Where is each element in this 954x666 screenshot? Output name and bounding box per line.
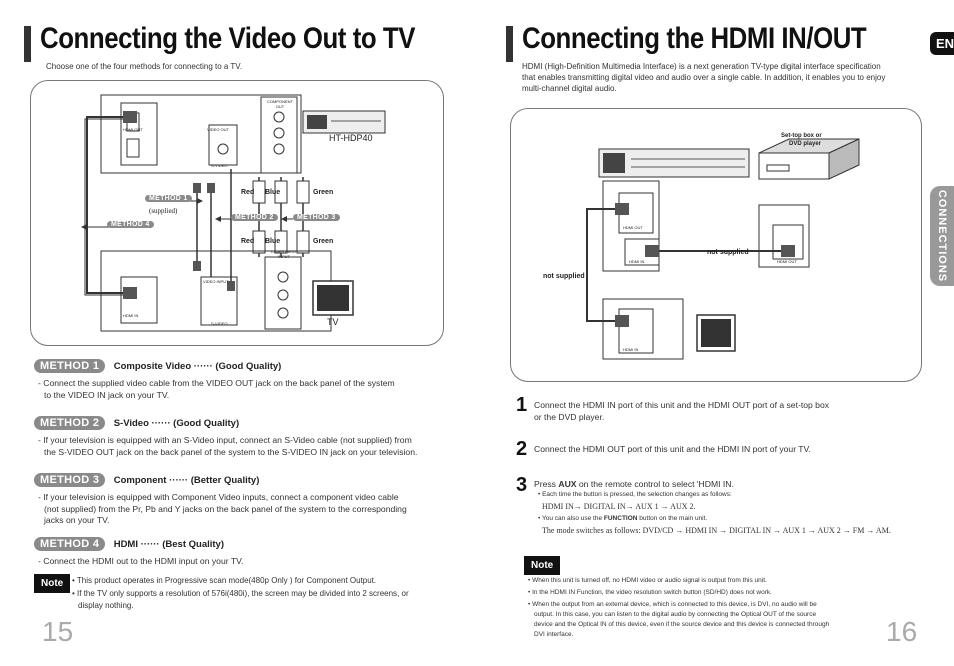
method-3-tag: METHOD 3 — [34, 473, 106, 487]
diagram-method4-tag: METHOD 4 — [107, 221, 154, 228]
blue-label-2: Blue — [265, 238, 281, 245]
hdmi-diagram: Set-top box or DVD player not supplied n… — [510, 108, 922, 382]
step-3-seq-1: HDMI IN→ DIGITAL IN→ AUX 1 → AUX 2. — [542, 502, 696, 511]
method-4-tag: METHOD 4 — [34, 537, 106, 551]
not-supplied-1: not supplied — [707, 249, 749, 256]
hdmi-in-tv-label: HDMI IN — [623, 347, 639, 352]
hdmi-out-port-label: HDMI OUT — [623, 225, 643, 230]
note-right-6: DVI interface. — [534, 631, 574, 638]
component-input-label: COMPONENT INPUT — [271, 249, 297, 259]
model-label: HT-HDP40 — [329, 133, 373, 143]
intro-right-2: that enables transmitting digital video … — [522, 73, 886, 82]
step-3-bullet-2: • You can also use the FUNCTION button o… — [538, 515, 707, 522]
title-bar-right — [506, 26, 513, 62]
step-3-bullet-1: • Each time the button is pressed, the s… — [538, 491, 732, 498]
connections-tab-label: CONNECTIONS — [936, 189, 948, 283]
diagram-method2-tag: METHOD 2 — [231, 214, 278, 221]
green-label-1: Green — [313, 189, 334, 196]
method-2-desc: - If your television is equipped with an… — [38, 435, 412, 445]
component-out-label: COMPONENT OUT — [267, 99, 293, 109]
page-number-left: 15 — [42, 616, 74, 647]
method-3-desc3: jacks on your TV. — [44, 515, 110, 525]
method-2-desc2: the S-VIDEO OUT jack on the back panel o… — [44, 446, 418, 457]
step-3-b2-function: FUNCTION — [603, 515, 638, 522]
method-3-desc2: (not supplied) from the Pr, Pb and Y jac… — [44, 503, 407, 514]
method-1-desc: - Connect the supplied video cable from … — [38, 378, 395, 388]
video-out-label: VIDEO OUT — [207, 127, 230, 132]
svideo2-label: S-VIDEO — [211, 321, 228, 326]
intro-right-1: HDMI (High-Definition Multimedia Interfa… — [522, 62, 881, 71]
hdmi-out-label: HDMI OUT — [123, 127, 143, 132]
method-2-heading: S-Video ······ (Good Quality) — [113, 418, 240, 429]
note-right-2: • In the HDMI IN Function, the video res… — [528, 589, 772, 596]
method-1-heading: Composite Video ······ (Good Quality) — [113, 361, 282, 372]
step-3-text-c: on the remote control to select 'HDMI IN… — [576, 479, 734, 489]
eng-tab: ENG — [930, 32, 954, 55]
step-2-number: 2 — [516, 438, 528, 460]
intro-left: Choose one of the four methods for conne… — [46, 62, 243, 71]
method-1-desc2: to the VIDEO IN jack on your TV. — [44, 389, 170, 400]
method-2-tag: METHOD 2 — [34, 416, 106, 430]
note-left-1: • This product operates in Progressive s… — [72, 576, 377, 585]
step-3-b2-c: button on the main unit. — [637, 515, 708, 522]
diagram-method3-tag: METHOD 3 — [293, 214, 340, 221]
settop-label: Set-top box or — [781, 133, 822, 139]
method-1-tag: METHOD 1 — [34, 359, 106, 373]
note-left-2: • If the TV only supports a resolution o… — [72, 589, 409, 598]
title-bar-left — [24, 26, 31, 62]
hdmi-connection-diagram — [586, 138, 860, 360]
method-4-desc: - Connect the HDMI out to the HDMI input… — [38, 556, 244, 566]
green-label-2: Green — [313, 238, 334, 245]
method-3-heading: Component ······ (Better Quality) — [113, 475, 260, 486]
red-label-1: Red — [241, 189, 255, 196]
video-connection-diagram — [81, 94, 386, 332]
note-label-right: Note — [524, 556, 561, 575]
step-3-number: 3 — [516, 474, 528, 496]
red-label-2: Red — [241, 238, 255, 245]
settop-label-2: DVD player — [789, 141, 822, 147]
method-3-section: METHOD 3 Component ······ (Better Qualit… — [34, 470, 454, 527]
note-right-3: • When the output from an external devic… — [528, 601, 817, 608]
step-3-text-aux: AUX — [558, 479, 577, 489]
note-label-left: Note — [34, 574, 71, 593]
step-3-b2-a: • You can also use the — [538, 515, 604, 522]
step-3-line1: Press AUX on the remote control to selec… — [534, 479, 734, 491]
tv-label-left: TV — [327, 317, 339, 327]
page-title-left: Connecting the Video Out to TV — [40, 22, 416, 55]
step-2-line1: Connect the HDMI OUT port of this unit a… — [534, 444, 811, 454]
not-supplied-2: not supplied — [543, 273, 585, 280]
method-1-section: METHOD 1 Composite Video ······ (Good Qu… — [34, 356, 454, 401]
note-right-1: • When this unit is turned off, no HDMI … — [528, 577, 767, 584]
step-3-seq-2: The mode switches as follows: DVD/CD → H… — [542, 526, 891, 535]
video-out-diagram: HT-HDP40 TV METHOD 1 (supplied) METHOD 4… — [30, 80, 444, 346]
method-4-section: METHOD 4 HDMI ······ (Best Quality) - Co… — [34, 534, 454, 568]
svideo-label: S-VIDEO — [211, 163, 228, 168]
hdmi-out-settop-label: HDMI OUT — [777, 259, 797, 264]
page-title-right: Connecting the HDMI IN/OUT — [522, 22, 867, 55]
method-4-heading: HDMI ······ (Best Quality) — [113, 539, 224, 550]
blue-label-1: Blue — [265, 189, 281, 196]
method-3-desc: - If your television is equipped with Co… — [38, 492, 399, 502]
hdmi-in-label: HDMI IN — [123, 313, 139, 318]
note-right-4: output. In this case, you can listen to … — [534, 611, 817, 618]
step-1-number: 1 — [516, 394, 528, 416]
diagram-supplied-label: (supplied) — [149, 207, 178, 215]
method-2-section: METHOD 2 S-Video ······ (Good Quality) -… — [34, 413, 454, 458]
note-left-3: display nothing. — [78, 601, 134, 610]
step-1-line1: Connect the HDMI IN port of this unit an… — [534, 400, 830, 410]
connections-tab: CONNECTIONS — [930, 186, 954, 286]
step-1-line2: or the DVD player. — [534, 412, 605, 422]
page-number-right: 16 — [886, 616, 918, 647]
intro-right-3: multi-channel digital audio. — [522, 84, 617, 93]
note-right-5: device and the Optical IN of this device… — [534, 621, 830, 628]
step-3-text-a: Press — [534, 479, 559, 489]
video-input-label: VIDEO INPUT — [203, 279, 229, 284]
diagram-method1-tag: METHOD 1 — [145, 195, 192, 202]
hdmi-in-port-label: HDMI IN — [629, 259, 645, 264]
